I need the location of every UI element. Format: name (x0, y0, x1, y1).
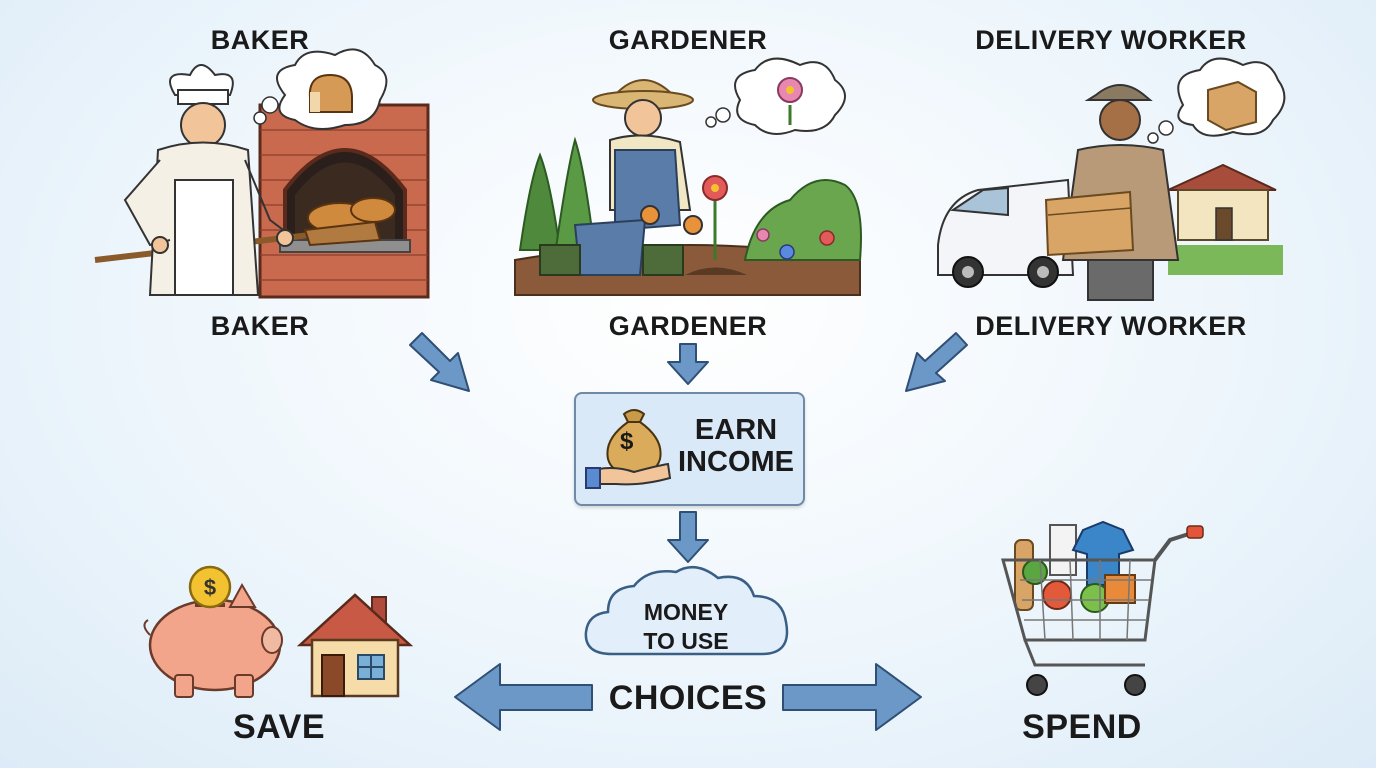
dollar-sign: $ (620, 428, 634, 455)
gardener-illustration (514, 57, 862, 296)
money-cloud-shape (584, 565, 789, 656)
save-label: SAVE (232, 708, 326, 746)
money-label: MONEY (643, 599, 729, 625)
baker-title: BAKER (210, 25, 310, 55)
arrow-gardener-to-income (667, 343, 709, 385)
house-icon (296, 593, 414, 698)
gardener-title: GARDENER (608, 25, 768, 55)
arrow-delivery-to-income (905, 332, 968, 392)
coin-icon (188, 565, 232, 609)
arrow-choices-to-save (454, 663, 593, 731)
arrow-baker-to-income (409, 332, 470, 392)
money-bag-hand-icon (585, 409, 672, 489)
arrow-income-to-money (667, 511, 709, 563)
money-to-use-label: MONEY TO USE (616, 598, 756, 656)
delivery-worker-illustration (937, 57, 1286, 301)
income-label: INCOME (678, 446, 794, 478)
earn-income-box: $ EARN INCOME (574, 392, 805, 506)
earn-label: EARN (694, 414, 778, 446)
earn-income-label: EARN INCOME (676, 414, 796, 478)
to-use-label: TO USE (643, 628, 729, 654)
baker-caption: BAKER (210, 311, 310, 341)
delivery-worker-title: DELIVERY WORKER (975, 25, 1247, 55)
shopping-cart-icon (1001, 520, 1204, 696)
arrow-choices-to-spend (782, 663, 922, 731)
spend-label: SPEND (1022, 708, 1142, 746)
gardener-caption: GARDENER (608, 311, 768, 341)
delivery-worker-caption: DELIVERY WORKER (975, 311, 1247, 341)
save-illustration: $ (143, 565, 414, 698)
baker-illustration (94, 48, 430, 299)
choices-label: CHOICES (608, 679, 768, 717)
coin-symbol: $ (204, 575, 216, 600)
